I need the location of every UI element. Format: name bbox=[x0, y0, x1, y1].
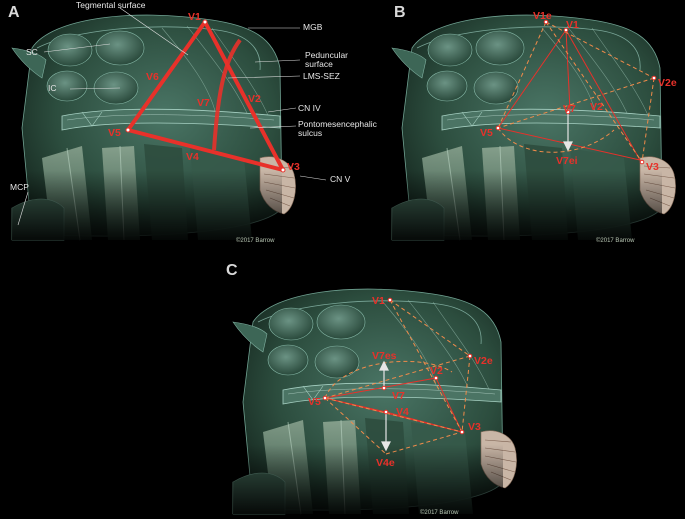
label-mgb: MGB bbox=[303, 22, 323, 32]
panel-b-letter: B bbox=[394, 4, 406, 21]
vertex-label-c-v2: V2 bbox=[430, 365, 443, 377]
vertex-dot-b-v1 bbox=[563, 27, 569, 33]
vertex-label-v7: V7 bbox=[197, 97, 210, 109]
vertex-label-c-v4e: V4e bbox=[376, 457, 395, 469]
label-peduncular-2: surface bbox=[305, 59, 333, 69]
edge-v1-v3 bbox=[203, 20, 285, 172]
label-tegmental-surface: Tegmental surface bbox=[76, 0, 146, 10]
vertex-dot-b-v7 bbox=[565, 109, 571, 115]
label-mcp: MCP bbox=[10, 182, 29, 192]
vertex-label-b-v1e: V1e bbox=[533, 10, 552, 22]
copyright-b: ©2017 Barrow bbox=[596, 237, 635, 244]
edge-v5-v3 bbox=[126, 128, 285, 172]
vertex-dot-c-v5 bbox=[322, 395, 328, 401]
vertex-dot-c-v1 bbox=[387, 297, 393, 303]
label-cn-iv: CN IV bbox=[298, 103, 321, 113]
vertex-label-b-v3: V3 bbox=[646, 161, 659, 173]
vertex-dot-c-v3 bbox=[459, 429, 465, 435]
vertex-dot-v5 bbox=[125, 127, 131, 133]
label-sc: SC bbox=[26, 47, 38, 57]
vertex-label-v1: V1 bbox=[188, 11, 201, 23]
vertex-label-b-v5: V5 bbox=[480, 127, 493, 139]
vertex-dot-b-v5 bbox=[495, 125, 501, 131]
panel-a-letter: A bbox=[8, 4, 20, 21]
vertex-dot-c-v7 bbox=[381, 385, 387, 391]
vertex-label-c-v1: V1 bbox=[372, 295, 385, 307]
vertex-label-b-v2: V2 bbox=[590, 101, 603, 113]
vertex-label-c-v7es: V7es bbox=[372, 350, 397, 362]
panel-a-polygon bbox=[126, 20, 285, 172]
vertex-dot-b-v2e bbox=[651, 75, 657, 81]
vertex-label-b-v7ei: V7ei bbox=[556, 155, 578, 167]
vertex-label-b-v1: V1 bbox=[566, 19, 579, 31]
panel-b-solid-lines bbox=[497, 29, 641, 161]
panel-b-arrow bbox=[563, 114, 573, 152]
vertex-label-v6: V6 bbox=[146, 71, 159, 83]
panel-c-letter: C bbox=[226, 262, 238, 279]
vertex-label-c-v7: V7 bbox=[392, 390, 405, 402]
label-lms-sez: LMS-SEZ bbox=[303, 71, 340, 81]
panel-a-leaders bbox=[17, 7, 327, 226]
vertex-dot-c-v4 bbox=[383, 409, 389, 415]
panel-a-anatomy bbox=[11, 7, 297, 241]
panel-b: B V1e V1 V2e V2 V7 V5 V7ei V3 ©2017 Barr… bbox=[391, 4, 677, 244]
copyright-c: ©2017 Barrow bbox=[420, 509, 459, 516]
vertex-label-c-v2e: V2e bbox=[474, 355, 493, 367]
vertex-dot-v1 bbox=[202, 19, 208, 25]
edge-v1-v5 bbox=[126, 20, 207, 132]
panel-c: C V1 V2e V7es V2 V5 V7 V4 V3 V4e ©2017 B… bbox=[226, 262, 518, 516]
arrow-up-head bbox=[379, 360, 389, 371]
label-pontomesencephalic-1: Pontomesencephalic bbox=[298, 119, 378, 129]
lms-sez-line bbox=[212, 38, 242, 151]
vertex-label-c-v4: V4 bbox=[396, 406, 409, 418]
vertex-label-c-v3: V3 bbox=[468, 421, 481, 433]
vertex-label-b-v7: V7 bbox=[563, 103, 576, 115]
vertex-dot-b-v3 bbox=[639, 159, 645, 165]
vertex-dot-c-v2e bbox=[467, 353, 473, 359]
vertex-label-v5: V5 bbox=[108, 127, 121, 139]
arrow-down-head bbox=[381, 441, 391, 452]
panel-b-anatomy bbox=[391, 7, 677, 241]
vertex-dot-v3 bbox=[280, 167, 286, 173]
label-cn-v: CN V bbox=[330, 174, 351, 184]
vertex-dot-c-v2 bbox=[433, 375, 439, 381]
label-ic: IC bbox=[48, 83, 57, 93]
vertex-label-c-v5: V5 bbox=[308, 396, 321, 408]
vertex-label-v4: V4 bbox=[186, 151, 199, 163]
panel-c-arrows bbox=[379, 360, 391, 452]
vertex-dot-b-v1e bbox=[543, 19, 549, 25]
vertex-label-v2: V2 bbox=[248, 93, 261, 105]
label-peduncular-1: Peduncular bbox=[305, 50, 348, 60]
copyright-a: ©2017 Barrow bbox=[236, 237, 275, 244]
vertex-label-b-v2e: V2e bbox=[658, 77, 677, 89]
vertex-label-v3: V3 bbox=[287, 161, 300, 173]
label-pontomesencephalic-2: sulcus bbox=[298, 128, 322, 138]
panel-b-dashed-lines bbox=[497, 21, 655, 163]
panel-a: A Tegmental surface MGB SC Peduncular su… bbox=[8, 0, 378, 244]
panel-c-anatomy bbox=[232, 281, 518, 515]
panel-c-dashed-lines bbox=[324, 299, 471, 455]
